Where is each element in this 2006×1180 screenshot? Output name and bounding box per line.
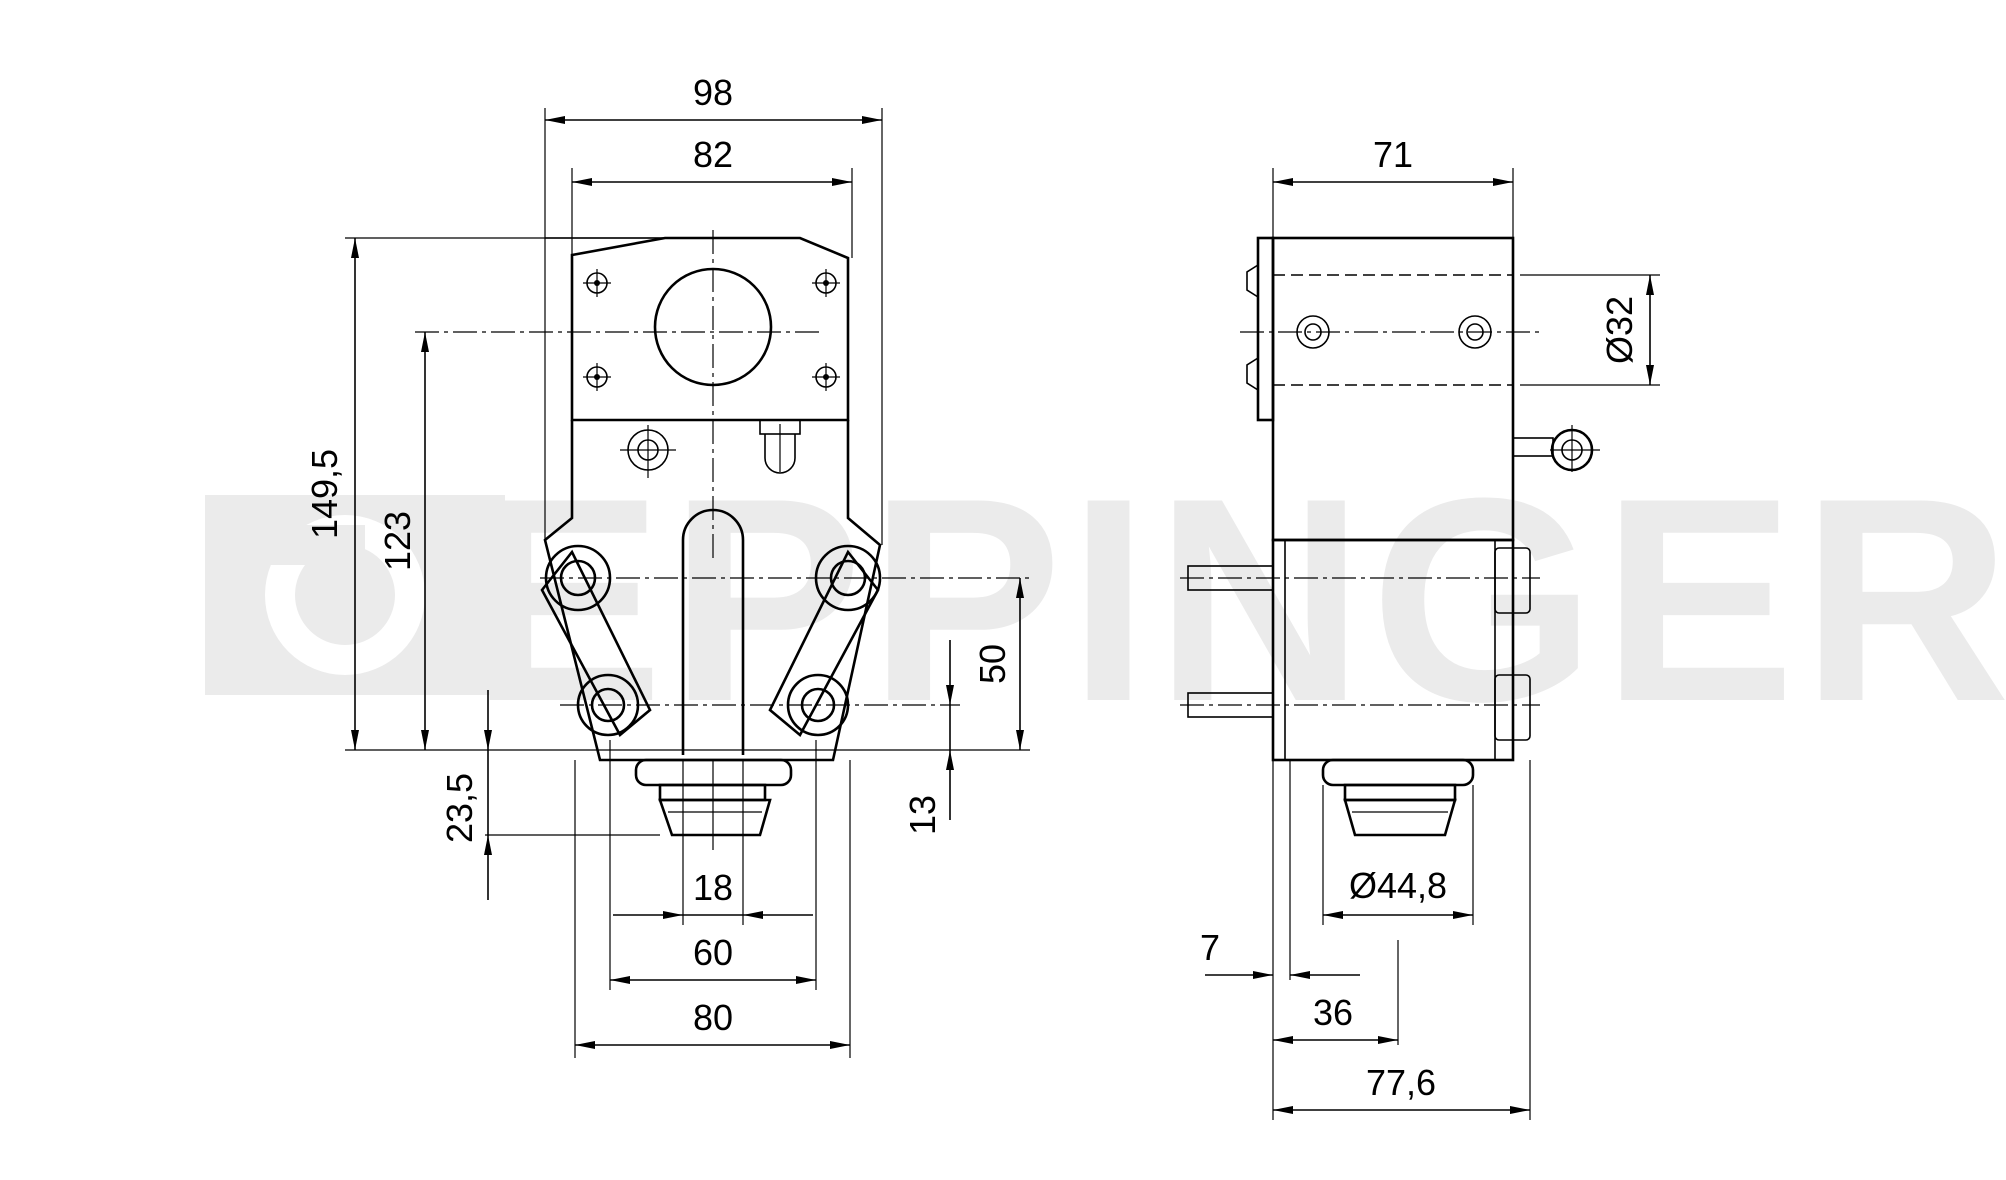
dim-77-6: 77,6: [1366, 1062, 1436, 1103]
dim-7: 7: [1200, 927, 1220, 968]
dim-dia-32: Ø32: [1599, 296, 1640, 364]
dim-98: 98: [693, 72, 733, 113]
dim-23-5: 23,5: [439, 773, 480, 843]
bolt-icon: [812, 363, 840, 391]
dim-80: 80: [693, 997, 733, 1038]
front-view: 98 82 149,5 123 50 23,5 13 18 60 80: [304, 72, 1030, 1058]
bolt-icon: [583, 269, 611, 297]
dim-123: 123: [377, 511, 418, 571]
watermark-text: EPPINGER: [470, 438, 2006, 762]
dim-60: 60: [693, 932, 733, 973]
dim-13: 13: [902, 795, 943, 835]
dim-50: 50: [972, 644, 1013, 684]
side-view: 71 Ø32 Ø44,8 7 36 77,6: [1180, 134, 1660, 1120]
bolt-icon: [583, 363, 611, 391]
dim-149-5: 149,5: [304, 449, 345, 539]
bolt-icon: [812, 269, 840, 297]
dim-82: 82: [693, 134, 733, 175]
dim-71: 71: [1373, 134, 1413, 175]
dim-18: 18: [693, 867, 733, 908]
dim-dia-44-8: Ø44,8: [1349, 865, 1447, 906]
dim-36: 36: [1313, 992, 1353, 1033]
